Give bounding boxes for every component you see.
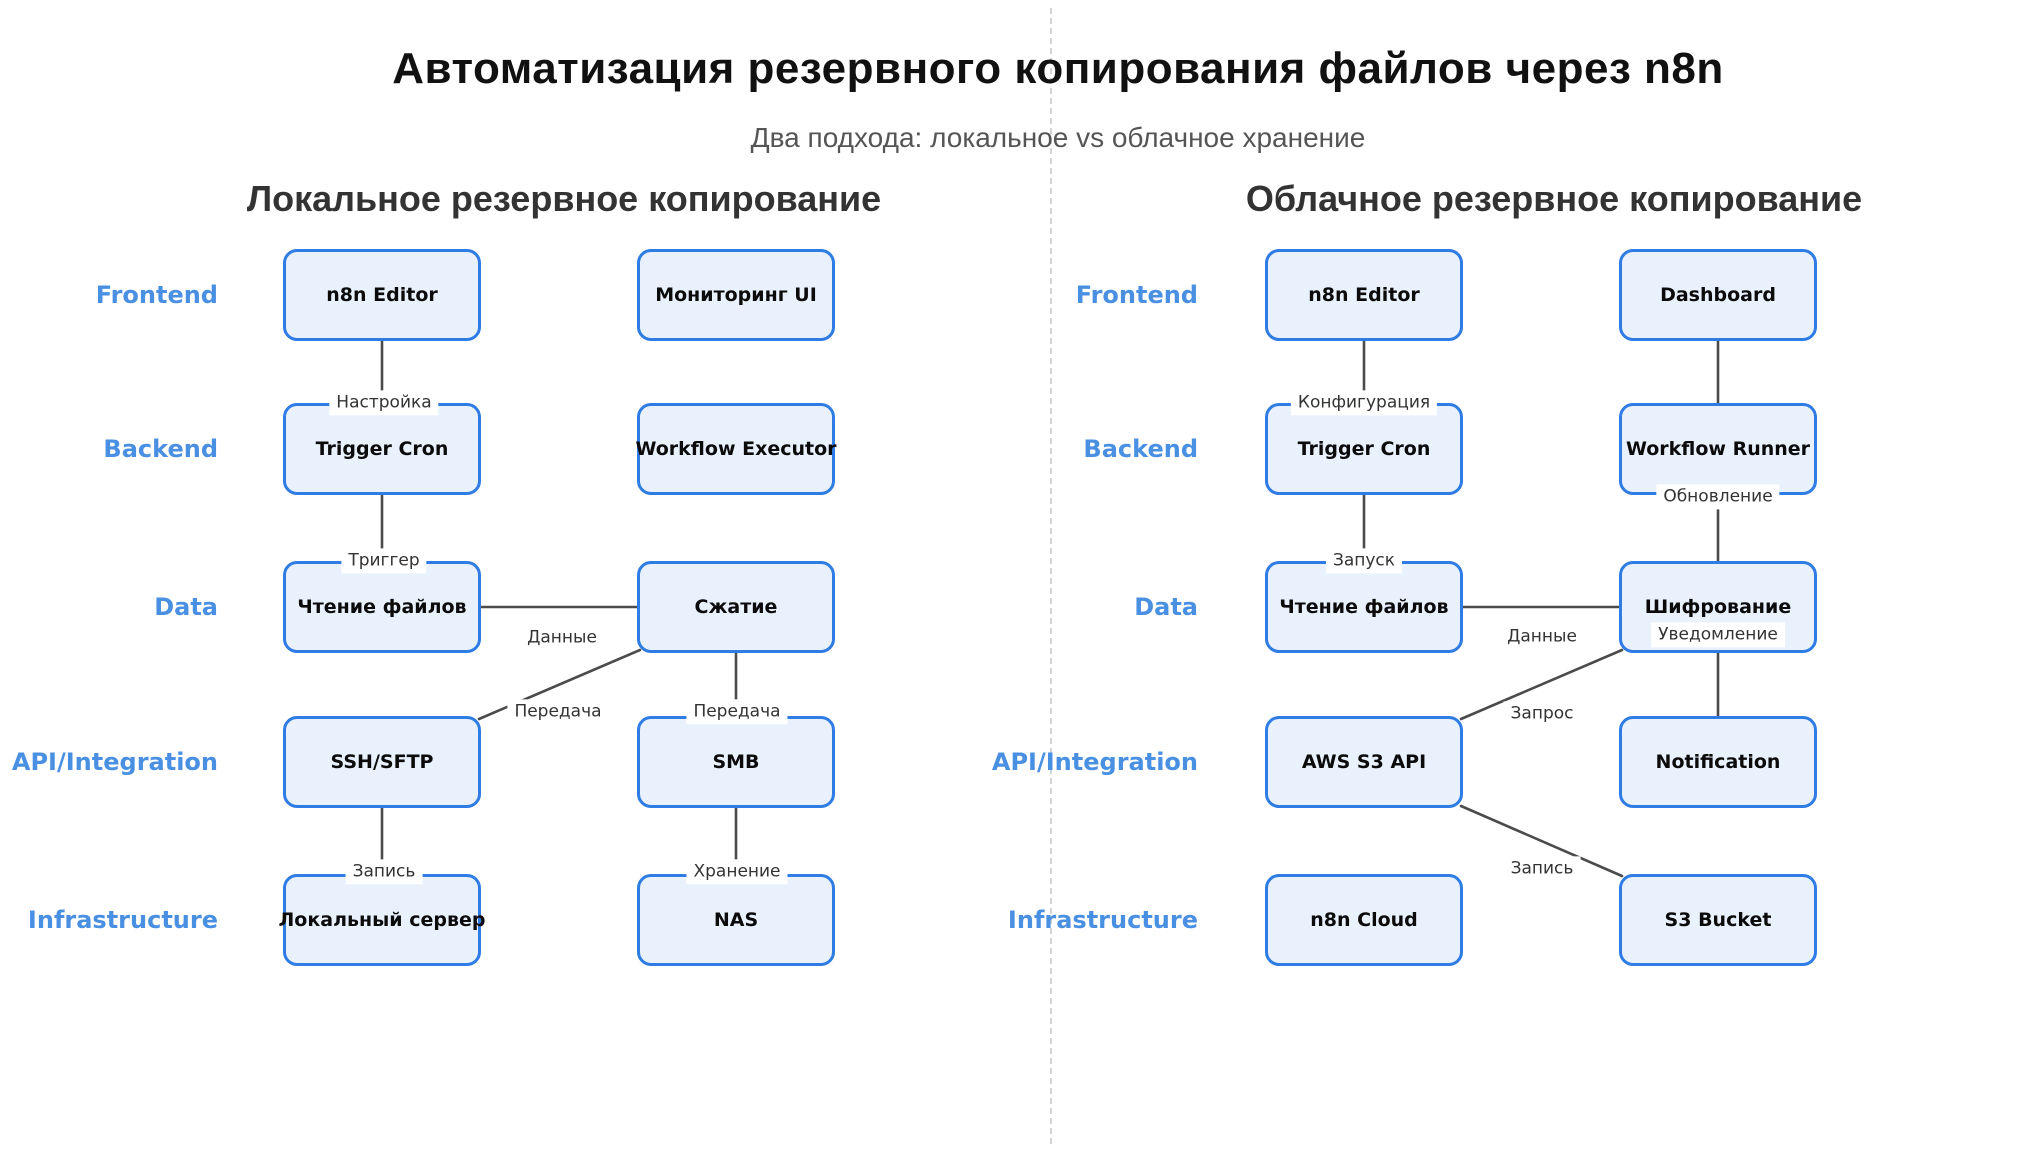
row-label-cloud-frontend: Frontend (1075, 281, 1198, 309)
node-local-smb: SMB (637, 716, 835, 808)
node-local-monitoring-ui: Мониторинг UI (637, 249, 835, 341)
node-cloud-notification: Notification (1619, 716, 1817, 808)
edge-label-local-data: Данные (520, 625, 604, 651)
node-cloud-dashboard: Dashboard (1619, 249, 1817, 341)
section-title-local: Локальное резервное копирование (246, 178, 882, 219)
node-cloud-trigger-cron: Trigger Cron (1265, 403, 1463, 495)
page-title: Автоматизация резервного копирования фай… (392, 44, 1724, 93)
edge-label-local-transfer-ssh: Передача (507, 699, 609, 725)
node-cloud-n8n-editor: n8n Editor (1265, 249, 1463, 341)
node-local-file-read: Чтение файлов (283, 561, 481, 653)
edge-label-local-setup: Настройка (329, 390, 439, 416)
edge-local-compress-ssh (477, 648, 642, 721)
row-label-local-api: API/Integration (11, 748, 218, 776)
node-cloud-workflow-runner: Workflow Runner (1619, 403, 1817, 495)
edge-label-local-storage: Хранение (686, 859, 788, 885)
node-local-compression: Сжатие (637, 561, 835, 653)
node-local-local-server: Локальный сервер (279, 874, 486, 966)
edge-label-cloud-write: Запись (1503, 856, 1581, 882)
node-local-workflow-executor: Workflow Executor (635, 403, 837, 495)
row-label-local-backend: Backend (103, 435, 218, 463)
node-cloud-n8n-cloud: n8n Cloud (1265, 874, 1463, 966)
node-local-nas: NAS (637, 874, 835, 966)
edge-label-cloud-data: Данные (1500, 624, 1584, 650)
node-cloud-file-read: Чтение файлов (1265, 561, 1463, 653)
edge-label-cloud-configuration: Конфигурация (1290, 390, 1438, 416)
node-cloud-s3-bucket: S3 Bucket (1619, 874, 1817, 966)
node-local-trigger-cron: Trigger Cron (283, 403, 481, 495)
row-label-local-frontend: Frontend (95, 281, 218, 309)
row-label-local-infrastructure: Infrastructure (27, 906, 218, 934)
edge-label-cloud-request: Запрос (1503, 701, 1581, 727)
edge-label-cloud-launch: Запуск (1325, 548, 1403, 574)
row-label-cloud-backend: Backend (1083, 435, 1198, 463)
row-label-cloud-api: API/Integration (991, 748, 1198, 776)
row-label-cloud-infrastructure: Infrastructure (1007, 906, 1198, 934)
node-local-n8n-editor: n8n Editor (283, 249, 481, 341)
row-label-cloud-data: Data (1134, 593, 1198, 621)
section-divider-dashed-line (1050, 8, 1052, 1144)
edge-cloud-s3api-bucket (1459, 804, 1624, 878)
edge-label-cloud-notification: Уведомление (1651, 622, 1785, 648)
section-title-cloud: Облачное резервное копирование (1245, 178, 1863, 219)
edge-label-cloud-update: Обновление (1656, 484, 1780, 510)
page-subtitle: Два подхода: локальное vs облачное хране… (750, 122, 1366, 153)
row-label-local-data: Data (154, 593, 218, 621)
edge-label-local-transfer-smb: Передача (686, 699, 788, 725)
edge-label-local-write: Запись (345, 859, 423, 885)
node-local-ssh-sftp: SSH/SFTP (283, 716, 481, 808)
node-cloud-aws-s3-api: AWS S3 API (1265, 716, 1463, 808)
edge-cloud-encrypt-s3api (1459, 648, 1624, 721)
edge-label-local-trigger: Триггер (341, 548, 427, 574)
